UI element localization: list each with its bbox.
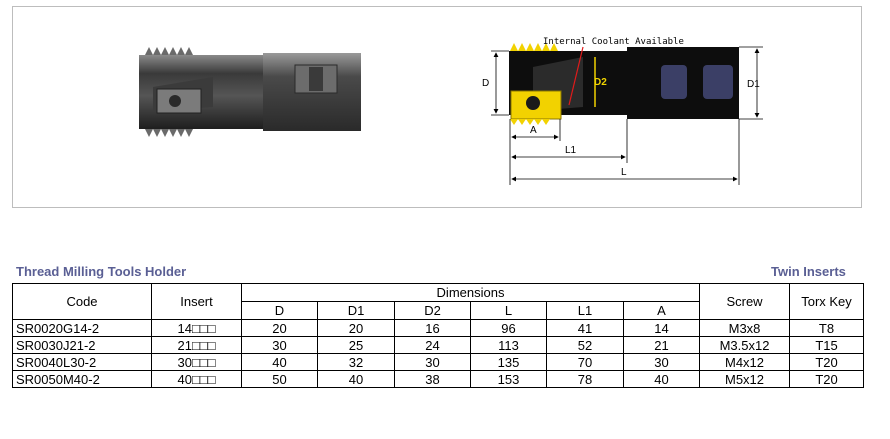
cell-a: 30 — [622, 353, 701, 371]
cell-d: 30 — [241, 336, 318, 354]
header-code: Code — [12, 283, 152, 320]
thread-teeth-top — [145, 47, 193, 55]
cell-torx: T15 — [789, 336, 865, 354]
cell-l1: 78 — [546, 370, 624, 388]
header-l: L — [470, 301, 547, 320]
dim-label-l1: L1 — [565, 145, 577, 156]
cell-d1: 25 — [317, 336, 395, 354]
header-l1: L1 — [546, 301, 624, 320]
section-title: Thread Milling Tools Holder — [16, 264, 187, 279]
cell-d: 50 — [241, 370, 318, 388]
cell-d2: 24 — [394, 336, 471, 354]
header-torx: Torx Key — [789, 283, 865, 320]
tool-drawings — [139, 43, 763, 185]
cell-torx: T20 — [789, 370, 865, 388]
spec-table: Code Insert Dimensions Screw Torx Key D … — [12, 283, 865, 388]
insert-screw-icon — [526, 96, 540, 110]
cell-insert: 21□□□ — [151, 336, 242, 354]
cell-d: 20 — [241, 319, 318, 337]
header-d: D — [241, 301, 318, 320]
screw-icon — [169, 95, 181, 107]
insert-teeth-top — [510, 43, 558, 51]
shank-flat-right — [703, 65, 733, 99]
tool-photo — [139, 47, 361, 137]
shank-slot — [309, 67, 323, 91]
subheader-row: D D1 D2 L L1 A — [13, 301, 864, 320]
thread-teeth-bottom — [145, 129, 193, 137]
cell-torx: T8 — [789, 319, 865, 337]
cell-d: 40 — [241, 353, 318, 371]
cell-a: 21 — [622, 336, 701, 354]
cell-l: 135 — [470, 353, 547, 371]
cell-d1: 40 — [317, 370, 395, 388]
cell-l1: 70 — [546, 353, 624, 371]
cell-insert: 30□□□ — [151, 353, 242, 371]
dim-label-a: A — [530, 125, 537, 136]
product-figure: Internal Coolant Available D D2 D1 A L1 … — [12, 6, 862, 208]
cell-screw: M3x8 — [699, 319, 791, 337]
cell-l1: 52 — [546, 336, 624, 354]
cell-d1: 32 — [317, 353, 395, 371]
insert-teeth-bottom — [510, 119, 550, 125]
section-subtitle: Twin Inserts — [771, 264, 846, 279]
table-row: SR0040L30-2 30□□□ 40 32 30 135 70 30 M4x… — [12, 353, 865, 371]
table-row: SR0030J21-2 21□□□ 30 25 24 113 52 21 M3.… — [12, 336, 865, 354]
header-screw: Screw — [699, 283, 791, 320]
cell-insert: 14□□□ — [151, 319, 242, 337]
cell-screw: M4x12 — [699, 353, 791, 371]
cell-a: 40 — [622, 370, 701, 388]
shank-flat-left — [661, 65, 687, 99]
cell-code: SR0050M40-2 — [12, 370, 152, 388]
cell-insert: 40□□□ — [151, 370, 242, 388]
cell-l: 153 — [470, 370, 547, 388]
header-dimensions: Dimensions — [240, 283, 701, 302]
coolant-pointer — [568, 46, 584, 106]
cell-a: 14 — [622, 319, 701, 337]
cell-d2: 38 — [394, 370, 471, 388]
header-a: A — [622, 301, 701, 320]
coolant-label: Internal Coolant Available — [543, 37, 684, 47]
cell-d2: 16 — [394, 319, 471, 337]
cell-code: SR0030J21-2 — [12, 336, 152, 354]
cell-l: 113 — [470, 336, 547, 354]
cell-l1: 41 — [546, 319, 624, 337]
tool-drawing — [491, 43, 763, 185]
cell-d2: 30 — [394, 353, 471, 371]
header-d2: D2 — [394, 301, 471, 320]
cell-code: SR0020G14-2 — [12, 319, 152, 337]
dim-label-d: D — [482, 78, 490, 89]
cell-l: 96 — [470, 319, 547, 337]
cell-torx: T20 — [789, 353, 865, 371]
cell-code: SR0040L30-2 — [12, 353, 152, 371]
dim-label-l: L — [621, 167, 627, 178]
table-row: SR0020G14-2 14□□□ 20 20 16 96 41 14 M3x8… — [12, 319, 865, 337]
cell-screw: M3.5x12 — [699, 336, 791, 354]
dim-label-d1: D1 — [747, 79, 760, 90]
table-row: SR0050M40-2 40□□□ 50 40 38 153 78 40 M5x… — [12, 370, 865, 388]
header-row: Code Insert Dimensions Screw Torx Key — [12, 283, 865, 320]
dim-label-d2: D2 — [594, 77, 607, 88]
cell-screw: M5x12 — [699, 370, 791, 388]
header-insert: Insert — [151, 283, 242, 320]
header-d1: D1 — [317, 301, 395, 320]
cell-d1: 20 — [317, 319, 395, 337]
